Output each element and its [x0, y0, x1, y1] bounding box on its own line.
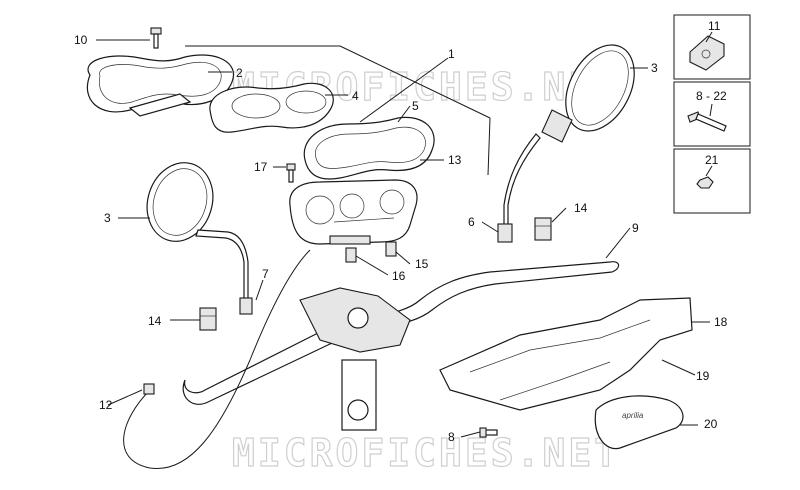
hand-guard: [439, 297, 693, 411]
bulb-holder-14-left: [199, 307, 217, 331]
instrument-cover: [86, 54, 235, 117]
screw-17: [286, 163, 296, 183]
callout-18: 18: [714, 315, 728, 329]
callout-8: 8: [448, 430, 455, 444]
callout-14-right: 14: [574, 201, 588, 215]
mirror-right: [497, 44, 635, 243]
instrument-housing: [303, 116, 435, 180]
callout-17: 17: [254, 160, 268, 174]
guard-cover: aprilia: [594, 395, 684, 450]
callout-15: 15: [415, 257, 429, 271]
speedometer-cable: [123, 249, 311, 470]
callout-4: 4: [352, 89, 359, 103]
handlebar-clamp: [299, 287, 411, 431]
callout-19: 19: [696, 369, 710, 383]
reference-box-8-22: [673, 81, 751, 147]
callout-7: 7: [262, 267, 269, 281]
leader-lines: [96, 31, 713, 438]
callout-3-left: 3: [104, 211, 111, 225]
callout-3-right: 3: [651, 61, 658, 75]
instrument-cluster: [289, 179, 418, 245]
reference-box-21: [673, 148, 751, 214]
callout-8-22: 8 - 22: [696, 89, 727, 103]
svg-text:aprilia: aprilia: [622, 411, 644, 420]
callout-11: 11: [708, 19, 721, 33]
screw-10: [150, 27, 162, 49]
callout-10: 10: [74, 33, 88, 47]
callout-labels: 1 2 3 4 5 10 11 8 - 22 21 13 17 3 6 14 9…: [74, 19, 728, 444]
instrument-lens: [209, 82, 334, 133]
callout-14-left: 14: [148, 314, 162, 328]
callout-2: 2: [236, 66, 243, 80]
bulb-16: [345, 247, 357, 263]
bulb-holder-14-right: [534, 217, 552, 241]
callout-5: 5: [412, 99, 419, 113]
callout-9: 9: [632, 221, 639, 235]
callout-21: 21: [705, 153, 719, 167]
callout-6: 6: [468, 215, 475, 229]
callout-20: 20: [704, 417, 718, 431]
callout-13: 13: [448, 153, 462, 167]
reference-box-11: [673, 14, 751, 80]
mirror-left: [146, 162, 253, 315]
watermark-bottom: MICROFICHES.NET: [232, 431, 620, 475]
callout-16: 16: [392, 269, 406, 283]
bulb-15: [385, 241, 397, 257]
callout-1: 1: [448, 47, 455, 61]
callout-12: 12: [99, 398, 113, 412]
